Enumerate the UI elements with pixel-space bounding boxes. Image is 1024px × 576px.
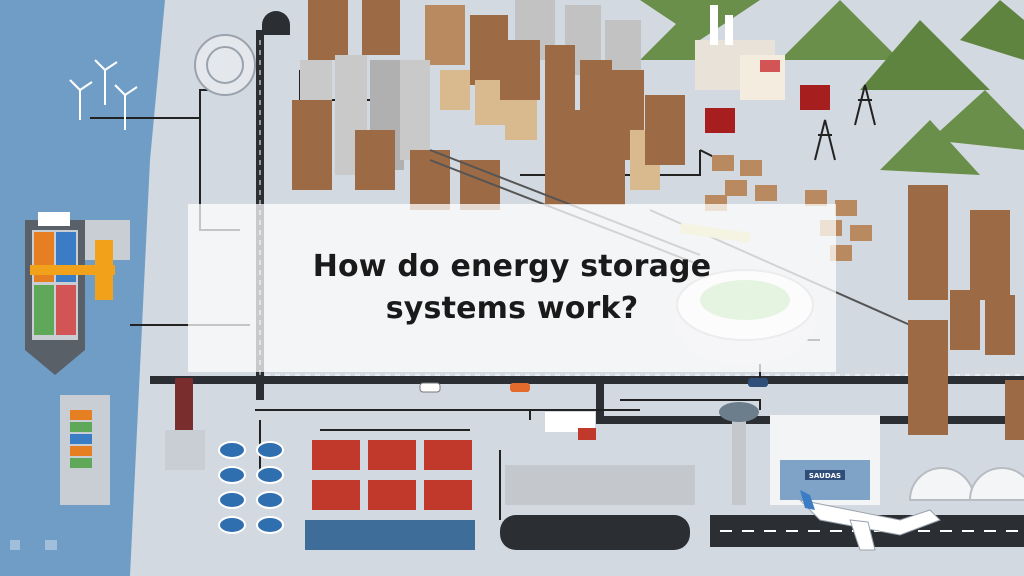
hangar-domes <box>908 467 1024 501</box>
title-overlay <box>188 204 836 372</box>
crane <box>30 265 115 275</box>
solar-array-icon <box>194 34 256 96</box>
airport-terminal: SAUDAS <box>770 415 880 505</box>
video-controls <box>10 540 57 550</box>
airplane-icon <box>798 490 941 551</box>
silo-tower <box>175 378 193 433</box>
control-tower-icon <box>719 402 759 505</box>
right-buildings <box>908 185 1024 440</box>
wind-turbine-icon <box>69 59 138 130</box>
title-line-1: How do energy storage <box>312 249 712 284</box>
hangar <box>505 465 695 505</box>
warehouse <box>305 520 475 550</box>
title-line-2: systems work? <box>385 291 639 326</box>
houses <box>705 155 872 261</box>
factory-icon <box>312 440 472 510</box>
slide-title: How do energy storage systems work? <box>188 246 836 330</box>
car-icon <box>419 378 768 393</box>
storage-tank-icon <box>218 441 284 534</box>
containers <box>70 410 92 468</box>
cargo-ship-icon <box>25 212 85 375</box>
hills <box>640 0 1024 175</box>
transformer-icon <box>705 85 830 133</box>
power-plant-icon <box>695 5 785 100</box>
transmission-tower-icon <box>814 84 876 161</box>
terminal-sign: SAUDAS <box>809 472 841 480</box>
roads <box>150 30 1024 424</box>
